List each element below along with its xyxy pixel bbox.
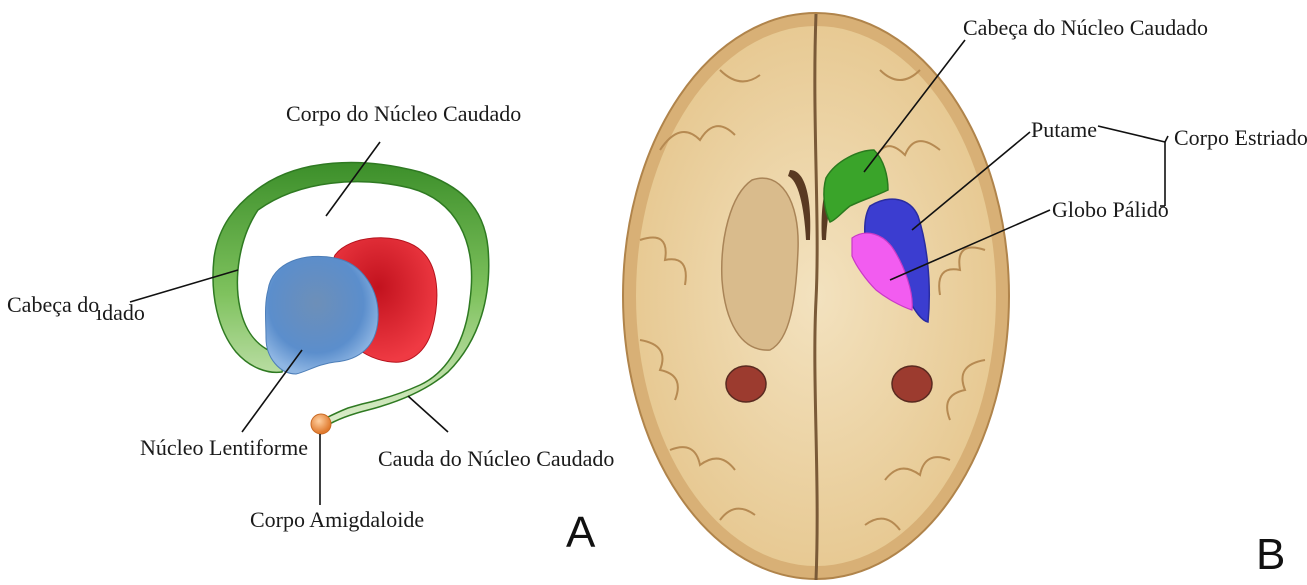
label-head-of-caudate-b: Cabeça do Núcleo Caudado	[963, 16, 1208, 40]
label-amygdala: Corpo Amigdaloide	[250, 508, 424, 532]
label-putamen: Putame	[1031, 118, 1097, 142]
label-head-of-caudate-start: Cabeça do	[7, 293, 99, 317]
panel-letter-b: B	[1256, 532, 1285, 578]
label-tail-of-caudate: Cauda do Núcleo Caudado	[378, 447, 614, 471]
label-lentiform-nucleus: Núcleo Lentiforme	[140, 436, 308, 460]
label-head-of-caudate-end: ıdado	[96, 301, 145, 325]
panel-b-brain-slice	[623, 13, 1168, 580]
choroid-plexus-right	[892, 366, 932, 402]
amygdala-shape	[311, 414, 331, 434]
choroid-plexus-left	[726, 366, 766, 402]
panel-letter-a: A	[566, 510, 595, 556]
label-globus-pallidus: Globo Pálido	[1052, 198, 1169, 222]
left-striatum	[722, 178, 798, 350]
label-body-of-caudate: Corpo do Núcleo Caudado	[286, 102, 521, 126]
lentiform-nucleus-shape	[266, 256, 379, 374]
label-corpus-striatum: Corpo Estriado	[1174, 126, 1307, 150]
